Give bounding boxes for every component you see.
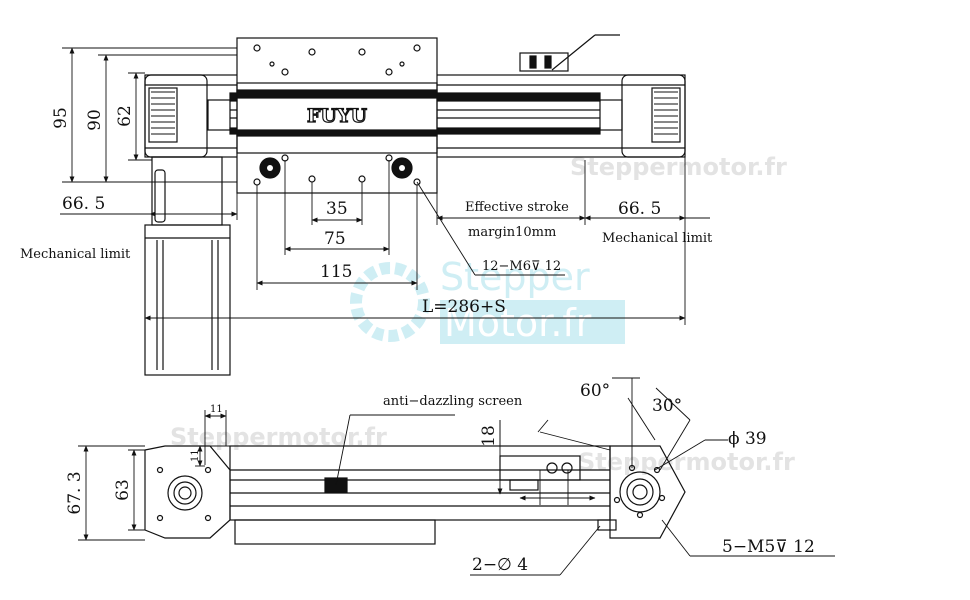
- dim-35: 35: [326, 199, 348, 219]
- left-pulley: [167, 475, 203, 511]
- watermark-gear-icon: [350, 262, 430, 342]
- mechanical-limit-left: Mechanical limit: [20, 247, 131, 262]
- phi-39-label: ϕ 39: [728, 429, 767, 449]
- side-view: [144, 445, 686, 545]
- effective-stroke-label: Effective stroke: [465, 200, 569, 215]
- watermark-text-bottom-right: Steppermotor.fr: [578, 448, 795, 476]
- watermark-text-top: Steppermotor.fr: [570, 153, 787, 181]
- dim-right-66-5: 66. 5: [618, 199, 661, 219]
- top-dimensions: [60, 47, 710, 375]
- length-label: L=286+S: [422, 297, 506, 317]
- watermark-logo-line2: Motor.fr: [444, 301, 592, 345]
- angle-60: 60°: [580, 381, 610, 401]
- dim-11-vertical: 11: [190, 449, 201, 462]
- dim-63: 63: [113, 479, 133, 501]
- limit-sensor: [519, 52, 569, 72]
- motor-body: [144, 224, 231, 376]
- left-end-plate: [144, 445, 231, 539]
- thread-label: 12−M6⊽ 12: [482, 259, 561, 274]
- brand-logo: FUYU: [307, 105, 368, 127]
- dim-90: 90: [85, 109, 105, 131]
- dim-95: 95: [51, 107, 71, 129]
- right-end-plate: [609, 445, 686, 539]
- mechanical-limit-right: Mechanical limit: [602, 231, 713, 246]
- watermark-logo-line1: Stepper: [440, 255, 590, 299]
- watermark-logo: Stepper Motor.fr: [350, 255, 625, 345]
- m5-holes-label: 5−M5⊽ 12: [722, 537, 815, 557]
- top-view: [144, 34, 686, 376]
- dim-11-horizontal: 11: [210, 404, 223, 415]
- angle-30: 30°: [652, 396, 682, 416]
- dim-67-3: 67. 3: [65, 471, 85, 514]
- dim-62: 62: [115, 105, 135, 127]
- watermark: Steppermotor.fr Steppermotor.fr Stepperm…: [170, 153, 795, 476]
- side-rail: [229, 445, 611, 521]
- motor-coupling: [151, 156, 223, 226]
- watermark-text-bottom-left: Steppermotor.fr: [170, 423, 387, 451]
- dim-115: 115: [320, 262, 352, 282]
- side-dimensions: [78, 377, 835, 576]
- anti-dazzle-label: anti−dazzling screen: [383, 394, 523, 409]
- side-motor: [234, 519, 436, 545]
- phi4-holes-label: 2−∅ 4: [472, 555, 528, 575]
- dim-75: 75: [324, 229, 346, 249]
- right-pulley: [619, 471, 661, 513]
- margin-label: margin10mm: [468, 225, 556, 240]
- dim-18: 18: [479, 425, 499, 447]
- dim-left-66-5: 66. 5: [62, 194, 105, 214]
